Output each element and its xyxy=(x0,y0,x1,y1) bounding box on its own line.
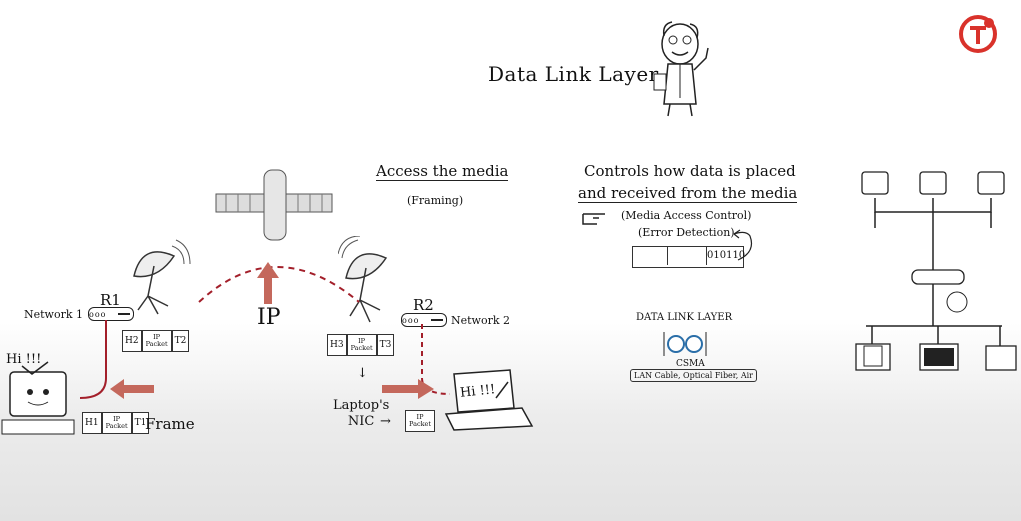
laptop-nic-line1: Laptop's xyxy=(333,398,390,413)
router-r1-lights: ooo xyxy=(89,309,107,319)
page-title: Data Link Layer xyxy=(488,62,659,86)
register-bits: 010110 xyxy=(707,250,746,261)
pc-greeting: Hi !!! xyxy=(6,352,42,367)
laptop-icon xyxy=(444,369,534,431)
router-r2[interactable]: ooo xyxy=(401,313,447,327)
frame-register: 010110 xyxy=(632,246,746,268)
router-r1-label: R1 xyxy=(100,291,121,309)
framing-label: (Framing) xyxy=(407,194,464,207)
brand-logo-icon xyxy=(959,15,997,53)
frame-r2-header: H3 xyxy=(327,334,347,356)
frame-r2-trailer: T3 xyxy=(376,334,395,356)
access-media-heading: Access the media xyxy=(376,162,509,181)
nic-arrow-icon: → xyxy=(380,414,391,429)
controls-line-1: Controls how data is placed xyxy=(584,162,796,180)
network-1-label: Network 1 xyxy=(24,308,84,321)
frame-pc-header: H1 xyxy=(82,412,102,434)
router-r2-label: R2 xyxy=(413,296,434,314)
binoculars-icon xyxy=(663,332,707,356)
frame-r1-trailer: T2 xyxy=(171,330,190,352)
left-arrow-icon xyxy=(110,379,154,399)
register-cell-2 xyxy=(668,247,707,265)
desktop-computer-icon xyxy=(1,361,75,435)
frame-r1-header: H2 xyxy=(122,330,142,352)
down-arrow-icon: ↓ xyxy=(357,366,368,381)
frame-label: Frame xyxy=(145,415,195,433)
error-check-arrow-icon xyxy=(733,229,753,261)
dll-title: DATA LINK LAYER xyxy=(636,312,733,323)
network-topology-diagram xyxy=(855,171,1017,371)
media-types-label: LAN Cable, Optical Fiber, Air xyxy=(630,369,757,382)
ip-label: IP xyxy=(257,305,281,330)
error-detection-label: (Error Detection) xyxy=(638,226,735,239)
controls-line-2: and received from the media xyxy=(578,184,798,203)
frame-pc-trailer: T1 xyxy=(131,412,150,434)
right-arrow-icon xyxy=(382,379,434,399)
pointing-hand-icon xyxy=(582,213,605,225)
mac-label: (Media Access Control) xyxy=(621,209,752,222)
csma-label: CSMA xyxy=(676,359,705,369)
ip-up-arrow-icon xyxy=(257,262,279,304)
register-cell-1 xyxy=(633,247,668,265)
router-r2-lights: ooo xyxy=(402,315,420,325)
laptop-nic-line2: NIC xyxy=(347,414,375,429)
satellite-icon xyxy=(215,169,333,241)
presenter-character-illustration xyxy=(653,21,709,117)
dish-antenna-left-icon xyxy=(133,239,191,315)
laptop-nic-label: Laptop's NIC xyxy=(333,398,389,430)
dish-antenna-right-icon xyxy=(338,236,388,323)
router-r1[interactable]: ooo xyxy=(88,307,134,321)
network-2-label: Network 2 xyxy=(451,314,511,327)
satellite-link-arc xyxy=(198,266,360,303)
